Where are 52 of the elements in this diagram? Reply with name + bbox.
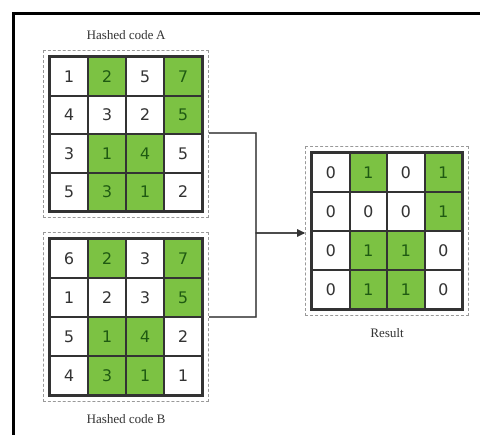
number-cell: 6 xyxy=(50,239,88,278)
number-cell: 1 xyxy=(88,317,126,356)
number-cell: 1 xyxy=(164,356,202,395)
number-cell: 5 xyxy=(164,134,202,172)
number-cell: 1 xyxy=(350,231,387,270)
number-cell: 2 xyxy=(88,239,126,278)
number-cell: 0 xyxy=(424,270,462,309)
grid-title: Result xyxy=(369,325,405,341)
number-cell: 2 xyxy=(164,172,202,211)
number-cell: 1 xyxy=(126,172,164,211)
number-cell: 0 xyxy=(424,231,462,270)
number-cell: 7 xyxy=(164,57,202,96)
number-cell: 3 xyxy=(50,134,88,172)
number-cell: 1 xyxy=(350,153,387,192)
number-cell: 2 xyxy=(126,96,164,134)
number-cell: 4 xyxy=(126,317,164,356)
number-cell: 1 xyxy=(126,356,164,395)
number-cell: 5 xyxy=(164,278,202,317)
number-cell: 2 xyxy=(88,57,126,96)
number-cell: 0 xyxy=(350,192,387,231)
number-cell: 1 xyxy=(424,153,462,192)
number-cell: 4 xyxy=(126,134,164,172)
connector-arrow xyxy=(209,229,305,318)
number-cell: 1 xyxy=(424,192,462,231)
number-cell: 3 xyxy=(126,278,164,317)
number-cell: 0 xyxy=(312,231,350,270)
number-cell: 3 xyxy=(88,356,126,395)
number-cell: 2 xyxy=(88,278,126,317)
number-cell: 5 xyxy=(50,172,88,211)
number-cell: 4 xyxy=(50,96,88,134)
number-cell: 0 xyxy=(312,270,350,309)
number-cell: 0 xyxy=(387,153,424,192)
grid-title: Hashed code A xyxy=(86,27,166,43)
number-cell: 4 xyxy=(50,356,88,395)
number-cell: 3 xyxy=(88,172,126,211)
number-cell: 0 xyxy=(387,192,424,231)
number-cell: 5 xyxy=(164,96,202,134)
number-cell: 1 xyxy=(50,278,88,317)
number-cell: 5 xyxy=(126,57,164,96)
grid-title: Hashed code B xyxy=(86,411,166,427)
number-cell: 0 xyxy=(312,153,350,192)
number-cell: 1 xyxy=(50,57,88,96)
number-cell: 2 xyxy=(164,317,202,356)
number-cell: 1 xyxy=(88,134,126,172)
number-cell: 1 xyxy=(350,270,387,309)
number-cell: 5 xyxy=(50,317,88,356)
number-cell: 1 xyxy=(387,231,424,270)
number-cell: 1 xyxy=(387,270,424,309)
number-cell: 0 xyxy=(312,192,350,231)
number-cell: 3 xyxy=(126,239,164,278)
number-cell: 7 xyxy=(164,239,202,278)
number-cell: 3 xyxy=(88,96,126,134)
